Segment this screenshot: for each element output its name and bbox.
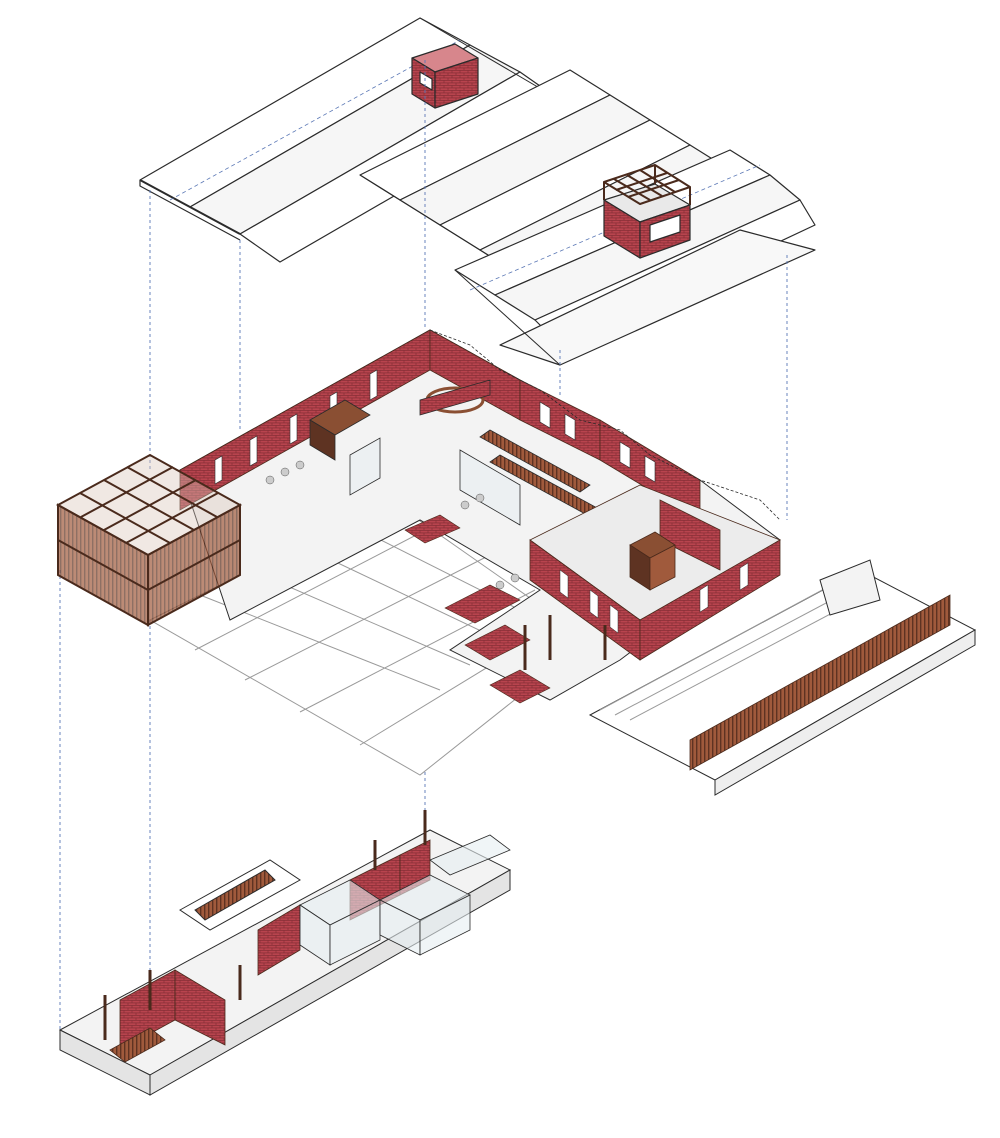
timber-fence [689,594,951,771]
roof-skylight-box-2 [603,164,691,259]
ground-floor-layer [55,329,977,796]
lower-columns [103,810,427,1040]
side-ramp-slab [588,559,977,796]
north-brick-wall [179,329,701,521]
stair-platform [179,859,301,931]
roof-skylight-box-1 [411,43,479,109]
lower-glass-offices [299,834,511,966]
lower-stair [109,1027,166,1063]
roof-footprint-outline [429,329,781,521]
entry-paving [404,514,607,704]
lower-level-layer [58,810,512,1096]
lower-brick-rooms [119,839,431,1051]
south-brick-block [529,484,781,661]
roof-layer [139,17,816,366]
timber-frame-tower [55,453,243,627]
interior-fitout [265,379,611,590]
